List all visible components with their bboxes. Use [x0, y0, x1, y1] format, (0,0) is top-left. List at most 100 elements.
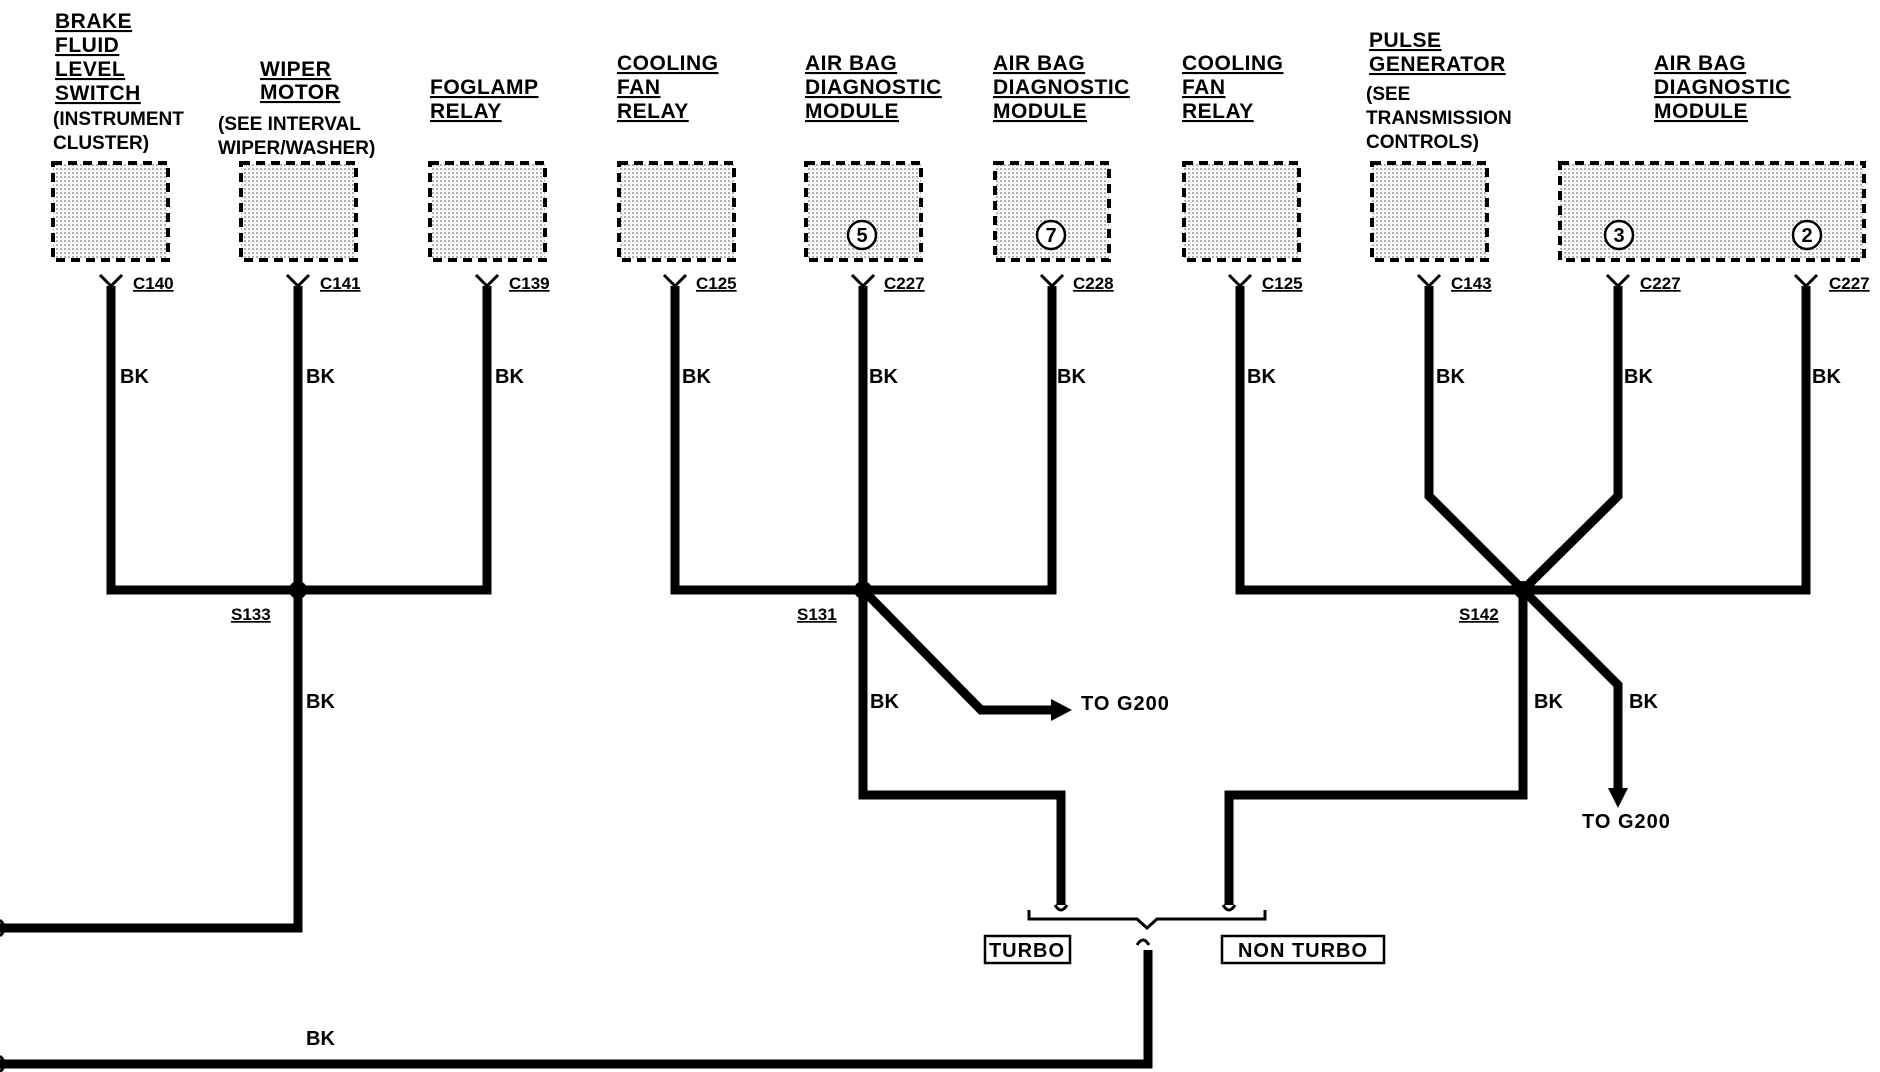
component-air-bag-diagnostic-module-3: AIR BAG DIAGNOSTIC MODULE 3 2 C227 C227 …: [1558, 52, 1870, 388]
pin-number: 7: [1045, 225, 1056, 247]
component-box: [51, 161, 170, 262]
connector-symbol: [474, 273, 500, 289]
splice-label: S131: [797, 605, 837, 624]
variant-brace: [1027, 910, 1267, 931]
connector-label: C140: [133, 274, 174, 293]
component-cooling-fan-relay-1: COOLING FAN RELAY C125 BK: [617, 52, 737, 388]
wire-color-label: BK: [1436, 366, 1465, 388]
connector-symbol: [98, 273, 124, 289]
pin-number: 5: [856, 225, 867, 247]
variant-selector: TURBO NON TURBO BK: [0, 904, 1386, 1069]
component-box: [1182, 161, 1301, 262]
component-note-line: (INSTRUMENT: [53, 109, 184, 130]
component-title-line: PULSE: [1369, 29, 1442, 52]
wire-color-label: BK: [1057, 366, 1086, 388]
connector-label: C139: [509, 274, 550, 293]
component-title-line: MODULE: [993, 100, 1087, 123]
splice-dot: [1514, 581, 1532, 599]
component-title-line: COOLING: [617, 52, 719, 75]
wire-color-label: BK: [1624, 366, 1653, 388]
pin-number: 3: [1613, 225, 1624, 247]
wire-color-label: BK: [682, 366, 711, 388]
component-note-line: CLUSTER): [53, 133, 149, 154]
component-title-line: FAN: [617, 76, 661, 99]
wire: [1519, 286, 1623, 594]
component-title-line: AIR BAG: [1654, 52, 1746, 75]
connector-label: C228: [1073, 274, 1114, 293]
wire-break: [1135, 938, 1151, 946]
component-note-line: TRANSMISSION: [1366, 108, 1512, 129]
connector-label: C143: [1451, 274, 1492, 293]
wire: [1519, 586, 1623, 788]
wire-color-label: BK: [306, 1028, 335, 1050]
wire-color-label: BK: [120, 366, 149, 388]
wire: [859, 586, 1051, 715]
wire-break: [0, 918, 6, 938]
connector-label: C141: [320, 274, 361, 293]
component-cooling-fan-relay-2: COOLING FAN RELAY C125 BK: [1182, 52, 1303, 388]
connector-symbol: [1605, 273, 1631, 289]
pin-circle: [846, 219, 878, 251]
splice-dot: [289, 581, 307, 599]
wire: [1235, 286, 1811, 595]
component-title-line: DIAGNOSTIC: [993, 76, 1130, 99]
wire-break: [1221, 904, 1237, 912]
wire: [858, 286, 1066, 905]
component-title-line: FOGLAMP: [430, 76, 539, 99]
component-box: [1558, 161, 1866, 262]
component-wiper-motor: WIPER MOTOR (SEE INTERVAL WIPER/WASHER) …: [218, 58, 375, 388]
connector-symbol: [1416, 273, 1442, 289]
variant-box-non-turbo: [1220, 934, 1386, 965]
component-title-line: RELAY: [1182, 100, 1254, 123]
variant-label-non-turbo: NON TURBO: [1238, 940, 1368, 962]
splice-label: S142: [1459, 605, 1499, 624]
splice-label: S133: [231, 605, 271, 624]
component-title-line: GENERATOR: [1369, 53, 1506, 76]
arrow-head: [1608, 788, 1628, 808]
wire-break: [0, 1054, 6, 1072]
wire-break: [1053, 904, 1069, 912]
component-note-line: (SEE INTERVAL: [218, 114, 361, 135]
component-title-line: DIAGNOSTIC: [805, 76, 942, 99]
component-box: [239, 161, 358, 262]
destination-label: TO G200: [1582, 811, 1671, 833]
wire-end-marks: [0, 918, 6, 1072]
component-title-line: WIPER: [260, 58, 331, 81]
component-box: [617, 161, 736, 262]
wire-group-s142: S142 BK BK TO G200: [1224, 286, 1811, 905]
component-title-line: LEVEL: [55, 58, 125, 81]
component-air-bag-diagnostic-module-2: AIR BAG DIAGNOSTIC MODULE 7 C228 BK: [993, 52, 1130, 388]
component-note-line: CONTROLS): [1366, 132, 1479, 153]
component-title-line: FAN: [1182, 76, 1226, 99]
component-box: [428, 161, 547, 262]
component-air-bag-diagnostic-module-1: AIR BAG DIAGNOSTIC MODULE 5 C227 BK: [804, 52, 942, 388]
component-title-line: MODULE: [1654, 100, 1748, 123]
variant-label-turbo: TURBO: [989, 940, 1065, 962]
wire-color-label: BK: [1534, 691, 1563, 713]
connector-label: C125: [696, 274, 737, 293]
component-title-line: FLUID: [55, 34, 119, 57]
component-title-line: AIR BAG: [993, 52, 1085, 75]
wire-color-label: BK: [869, 366, 898, 388]
connector-symbol: [1793, 273, 1819, 289]
component-pulse-generator: PULSE GENERATOR (SEE TRANSMISSION CONTRO…: [1366, 29, 1512, 388]
component-foglamp-relay: FOGLAMP RELAY C139 BK: [428, 76, 550, 388]
wire-group-s131: S131 BK TO G200: [670, 286, 1169, 905]
wire-color-label: BK: [306, 691, 335, 713]
connector-symbol: [285, 273, 311, 289]
component-title-line: BRAKE: [55, 10, 132, 33]
connector-symbol: [662, 273, 688, 289]
pin-circle: [1035, 219, 1067, 251]
wire: [0, 286, 303, 933]
component-title-line: COOLING: [1182, 52, 1284, 75]
connector-symbol: [850, 273, 876, 289]
component-title-line: RELAY: [430, 100, 502, 123]
component-brake-fluid-level-switch: BRAKE FLUID LEVEL SWITCH (INSTRUMENT CLU…: [51, 10, 184, 388]
wire-group-s133: S133 BK: [0, 286, 492, 933]
component-title-line: MODULE: [805, 100, 899, 123]
component-note-line: WIPER/WASHER): [218, 138, 375, 159]
wire-color-label: BK: [306, 366, 335, 388]
connector-symbol: [1227, 273, 1253, 289]
connector-symbol: [1039, 273, 1065, 289]
wire-color-label: BK: [1629, 691, 1658, 713]
